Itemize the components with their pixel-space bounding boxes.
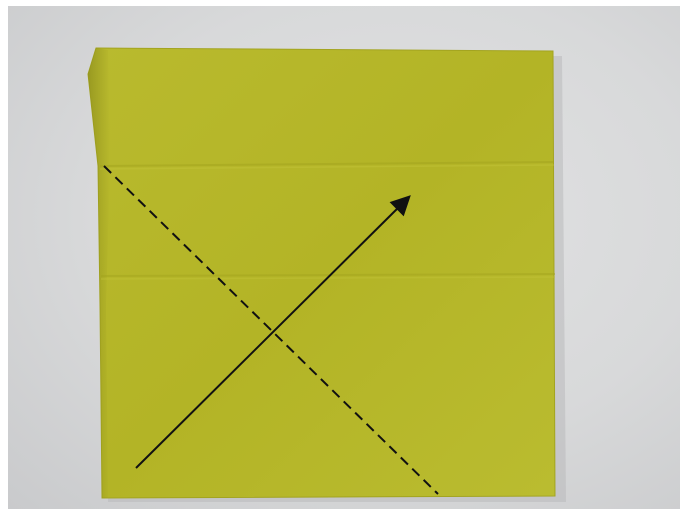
paper-square: [88, 48, 555, 498]
origami-photo: [8, 6, 680, 509]
paper-left-edge-shade: [88, 48, 110, 498]
origami-diagram-canvas: [8, 6, 680, 509]
